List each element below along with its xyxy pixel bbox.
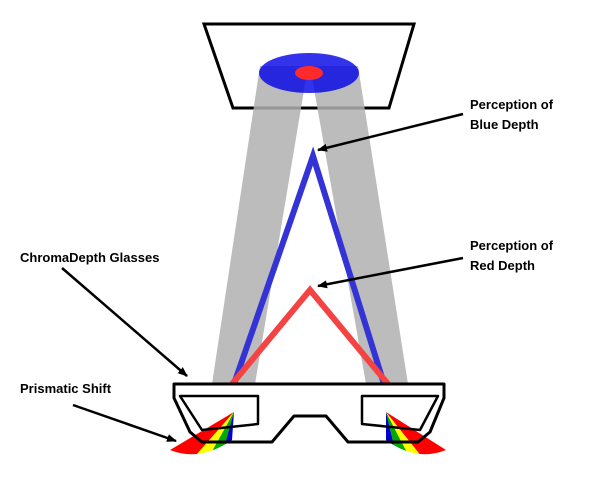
right-prism-fan-icon: [386, 412, 446, 455]
glasses-left-lens: [178, 394, 260, 432]
left-prism-fan-icon: [170, 412, 234, 455]
left-light-beam: [212, 66, 308, 384]
object-disc-icon: [259, 53, 359, 93]
blue-depth-path: [231, 146, 387, 385]
red-depth-path: [229, 285, 391, 386]
glasses-right-lens: [360, 394, 440, 432]
right-light-beam: [310, 66, 408, 384]
red-depth-label-line1: Perception of: [470, 238, 554, 253]
blue-depth-label-line1: Perception of: [470, 97, 554, 112]
prismatic-arrow: [72, 403, 177, 443]
blue-depth-label-line2: Blue Depth: [470, 117, 539, 132]
glasses-label: ChromaDepth Glasses: [20, 250, 159, 265]
glasses-arrow: [61, 267, 188, 377]
red-depth-arrow: [317, 256, 464, 289]
object-disc-red: [295, 66, 323, 80]
red-depth-label-line2: Red Depth: [470, 258, 535, 273]
glasses-outer-frame: [172, 382, 446, 444]
prismatic-label: Prismatic Shift: [20, 381, 112, 396]
blue-depth-arrow: [317, 112, 464, 152]
chromadepth-glasses-icon: [172, 382, 446, 444]
